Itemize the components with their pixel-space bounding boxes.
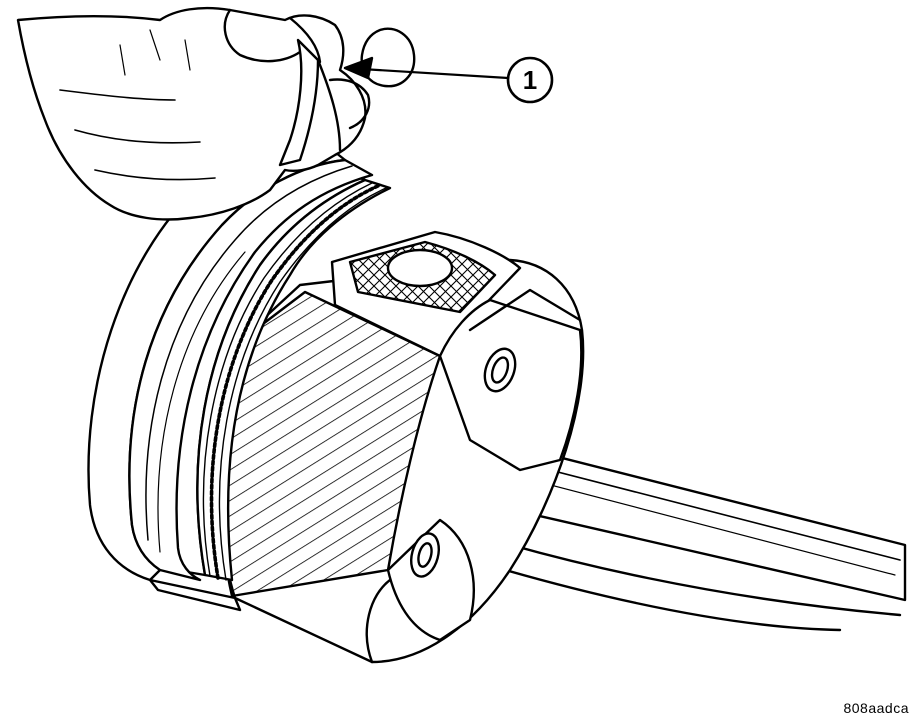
callout-1: 1	[506, 56, 554, 104]
callout-leader	[343, 56, 510, 80]
hand	[16, 6, 416, 221]
pin-boss-lower	[365, 288, 583, 664]
ring-bands	[164, 168, 392, 582]
figure-code: 808aadca	[843, 700, 909, 716]
callout-1-number: 1	[523, 65, 537, 95]
